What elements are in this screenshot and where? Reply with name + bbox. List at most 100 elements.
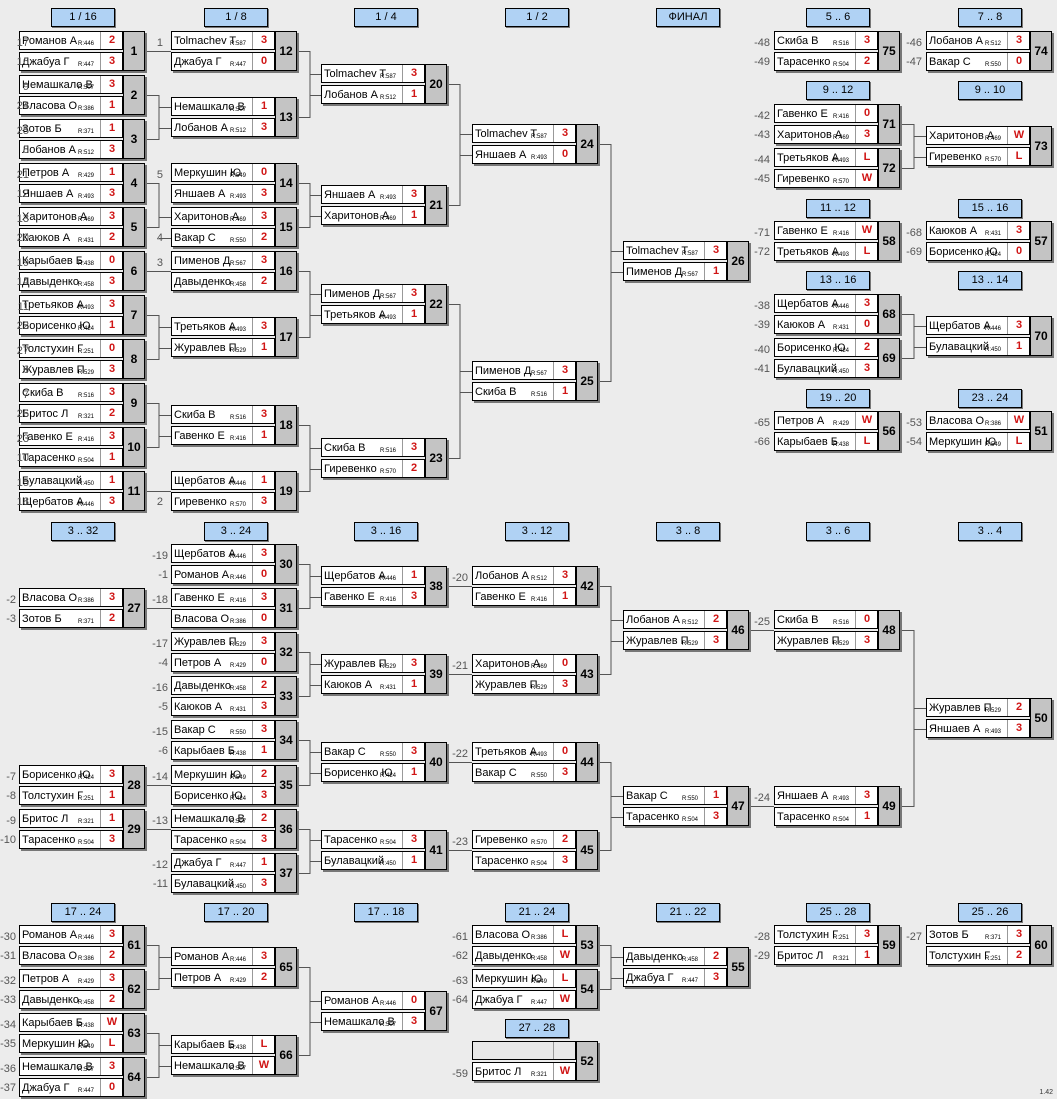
player-row[interactable]: Меркушин ЮR:5492 [171,765,275,784]
player-row[interactable]: Власова ОR:386L [472,925,576,944]
player-row[interactable]: Яншаев АR:4933 [19,184,123,203]
player-row[interactable]: Борисенко ЮR:4243 [171,786,275,805]
match-36[interactable]: Немашкало ВR:5072ТарасенкоR:504336 [171,809,297,849]
player-row[interactable]: Карыбаев БR:438L [171,1035,275,1054]
player-row[interactable]: ТарасенкоR:5042 [774,52,878,71]
match-7[interactable]: Третьяков АR:4933Борисенко ЮR:42417 [19,295,145,335]
match-8[interactable]: Толстухин ГR:2510Журавлев ПR:52938 [19,339,145,379]
player-row[interactable]: ДавыденкоR:4582 [623,947,727,966]
player-row[interactable]: ДавыденкоR:4582 [171,272,275,291]
player-row[interactable]: ТарасенкоR:5043 [19,830,123,849]
match-29[interactable]: Бритос ЛR:3211ТарасенкоR:504329 [19,809,145,849]
player-row[interactable]: ДавыденкоR:4582 [171,676,275,695]
match-54[interactable]: Меркушин ЮR:549LДжабуа ГR:447W54 [472,969,598,1009]
player-row[interactable]: ГиревенкоR:5703 [171,492,275,511]
player-row[interactable]: Джабуа ГR:4471 [171,853,275,872]
player-row[interactable]: Меркушин ЮR:5490 [171,163,275,182]
player-row[interactable]: Гавенко ЕR:4161 [171,426,275,445]
player-row[interactable]: БулавацкийR:4503 [171,874,275,893]
player-row[interactable]: Петров АR:429W [774,411,878,430]
player-row[interactable]: Борисенко ЮR:4243 [19,765,123,784]
player-row[interactable]: Гавенко ЕR:4163 [19,427,123,446]
match-46[interactable]: Лобанов АR:5122Журавлев ПR:529346 [623,610,749,650]
player-row[interactable]: Щербатов АR:4463 [171,544,275,563]
player-row[interactable]: ТарасенкоR:5041 [774,807,878,826]
match-74[interactable]: Лобанов АR:5123Вакар СR:550074 [926,31,1052,71]
match-5[interactable]: Харитонов АR:4693Каюков АR:43125 [19,207,145,247]
player-row[interactable]: Яншаев АR:4933 [321,185,425,204]
player-row[interactable]: Джабуа ГR:4473 [19,52,123,71]
player-row[interactable]: Джабуа ГR:4470 [19,1078,123,1097]
player-row[interactable]: Журавлев ПR:5293 [19,360,123,379]
player-row[interactable]: Петров АR:4293 [19,969,123,988]
match-64[interactable]: Немашкало ВR:5073Джабуа ГR:447064 [19,1057,145,1097]
player-row[interactable]: Власова ОR:3862 [19,946,123,965]
match-51[interactable]: Власова ОR:386WМеркушин ЮR:549L51 [926,411,1052,451]
player-row[interactable]: Вакар СR:5502 [171,228,275,247]
match-33[interactable]: ДавыденкоR:4582Каюков АR:431333 [171,676,297,716]
player-row[interactable]: Харитонов АR:4690 [472,654,576,673]
player-row[interactable]: ТарасенкоR:5043 [171,830,275,849]
player-row[interactable]: ГиревенкоR:570L [926,147,1030,166]
match-17[interactable]: Третьяков АR:4933Журавлев ПR:529117 [171,317,297,357]
player-row[interactable]: Бритос ЛR:321W [472,1062,576,1081]
player-row[interactable]: Щербатов АR:4463 [926,316,1030,335]
player-row[interactable]: Борисенко ЮR:4240 [926,242,1030,261]
match-1[interactable]: Романов АR:4462Джабуа ГR:44731 [19,31,145,71]
player-row[interactable]: Щербатов АR:4461 [171,471,275,490]
player-row[interactable]: ГиревенкоR:5702 [321,459,425,478]
player-row[interactable]: Борисенко ЮR:4241 [19,316,123,335]
player-row[interactable]: Меркушин ЮR:549L [926,432,1030,451]
player-row[interactable]: Скиба ВR:5163 [171,405,275,424]
player-row[interactable]: Tolmachev TR:5873 [623,241,727,260]
match-18[interactable]: Скиба ВR:5163Гавенко ЕR:416118 [171,405,297,445]
player-row[interactable]: Лобанов АR:5123 [171,118,275,137]
match-21[interactable]: Яншаев АR:4933Харитонов АR:469121 [321,185,447,225]
player-row[interactable]: ГиревенкоR:5702 [472,830,576,849]
player-row[interactable]: Третьяков АR:4930 [472,742,576,761]
match-38[interactable]: Щербатов АR:4461Гавенко ЕR:416338 [321,566,447,606]
player-row[interactable]: Каюков АR:4310 [774,315,878,334]
match-9[interactable]: Скиба ВR:5163Бритос ЛR:32129 [19,383,145,423]
player-row[interactable]: Бритос ЛR:3212 [19,404,123,423]
player-row[interactable]: Журавлев ПR:5293 [171,632,275,651]
player-row[interactable]: Петров АR:4292 [171,968,275,987]
match-45[interactable]: ГиревенкоR:5702ТарасенкоR:504345 [472,830,598,870]
player-row[interactable]: Журавлев ПR:5291 [171,338,275,357]
player-row[interactable]: Борисенко ЮR:4242 [774,338,878,357]
player-row[interactable]: Яншаев АR:4933 [774,786,878,805]
match-65[interactable]: Романов АR:4463Петров АR:429265 [171,947,297,987]
match-53[interactable]: Власова ОR:386LДавыденкоR:458W53 [472,925,598,965]
match-41[interactable]: ТарасенкоR:5043БулавацкийR:450141 [321,830,447,870]
player-row[interactable]: Вакар СR:5501 [623,786,727,805]
player-row[interactable]: Харитонов АR:4693 [19,207,123,226]
match-75[interactable]: Скиба ВR:5163ТарасенкоR:504275 [774,31,900,71]
match-44[interactable]: Третьяков АR:4930Вакар СR:550344 [472,742,598,782]
match-40[interactable]: Вакар СR:5503Борисенко ЮR:424140 [321,742,447,782]
player-row[interactable]: Вакар СR:5503 [171,720,275,739]
player-row[interactable]: Журавлев ПR:5292 [926,698,1030,717]
player-row[interactable]: Немашкало ВR:5073 [19,1057,123,1076]
match-49[interactable]: Яншаев АR:4933ТарасенкоR:504149 [774,786,900,826]
player-row[interactable]: ДавыденкоR:458W [472,946,576,965]
match-68[interactable]: Щербатов АR:4463Каюков АR:431068 [774,294,900,334]
match-28[interactable]: Борисенко ЮR:4243Толстухин ГR:251128 [19,765,145,805]
match-63[interactable]: Карыбаев БR:438WМеркушин ЮR:549L63 [19,1013,145,1053]
player-row[interactable]: Романов АR:4462 [19,31,123,50]
player-row[interactable]: Яншаев АR:4933 [926,719,1030,738]
player-row[interactable]: Толстухин ГR:2510 [19,339,123,358]
player-row[interactable]: Щербатов АR:4463 [19,492,123,511]
player-row[interactable]: ТарасенкоR:5043 [321,830,425,849]
player-row[interactable]: Гавенко ЕR:4160 [774,104,878,123]
match-37[interactable]: Джабуа ГR:4471БулавацкийR:450337 [171,853,297,893]
player-row[interactable]: Харитонов АR:4693 [774,125,878,144]
match-55[interactable]: ДавыденкоR:4582Джабуа ГR:447355 [623,947,749,987]
player-row[interactable]: Борисенко ЮR:4241 [321,763,425,782]
player-row[interactable]: БулавацкийR:4501 [926,337,1030,356]
match-14[interactable]: Меркушин ЮR:5490Яншаев АR:493314 [171,163,297,203]
player-row[interactable]: Журавлев ПR:5293 [774,631,878,650]
player-row[interactable]: Лобанов АR:5123 [472,566,576,585]
player-row[interactable]: Щербатов АR:4463 [774,294,878,313]
player-row[interactable]: Третьяков АR:4933 [19,295,123,314]
match-61[interactable]: Романов АR:4463Власова ОR:386261 [19,925,145,965]
